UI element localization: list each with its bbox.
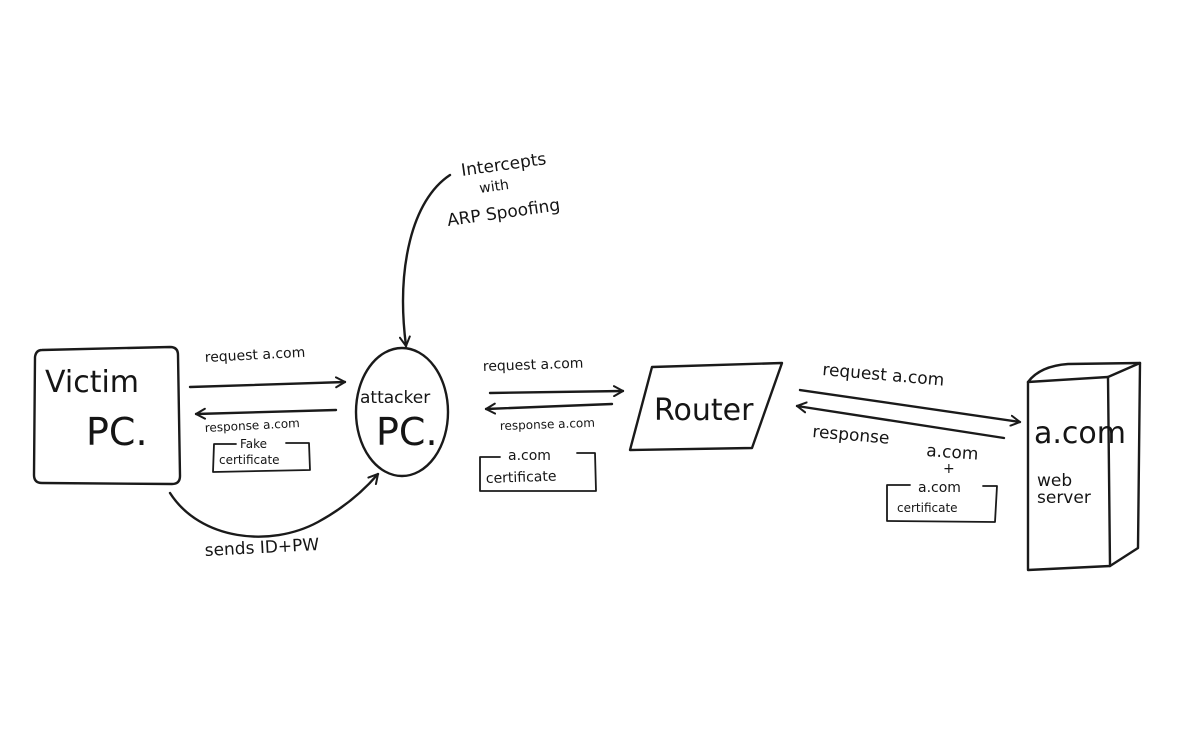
web-server: a.com web server [1026, 361, 1142, 572]
fake-cert-box [212, 442, 311, 473]
acom-cert-box [479, 452, 597, 492]
web-server-top-face [1026, 361, 1142, 384]
victim-attacker-exchange: request a.com response a.com Fake certif… [188, 345, 347, 473]
server-cert-label-line1: a.com [918, 480, 961, 496]
edge-label-router-request: request a.com [822, 360, 945, 391]
arrow-attacker-to-router [488, 385, 625, 398]
arrow-router-to-server [798, 388, 1022, 427]
edge-label-server-response: response [812, 422, 891, 449]
intercept-label-line3: ARP Spoofing [446, 195, 561, 231]
attacker-pc-label-line1: attacker [360, 388, 430, 408]
web-server-side-face [1106, 361, 1142, 568]
intercept-arrow [398, 173, 452, 348]
attacker-pc: attacker PC. [354, 346, 450, 478]
edge-label-server-response-host: a.com [926, 441, 979, 465]
server-cert-label-line2: certificate [897, 501, 958, 515]
web-server-sub-line1: web [1037, 471, 1072, 491]
victim-pc-box [32, 345, 182, 486]
intercept-label-line1: Intercepts [460, 149, 548, 181]
router-server-exchange: request a.com response a.com + a.com cer… [795, 360, 1022, 523]
router-label: Router [654, 393, 754, 428]
edge-label-attacker-request: request a.com [483, 355, 584, 375]
acom-cert-label-line2: certificate [486, 469, 557, 487]
arrow-router-to-attacker [484, 402, 614, 415]
attacker-pc-circle [354, 346, 450, 478]
edge-label-victim-request: request a.com [204, 345, 305, 366]
victim-pc-label-line2: PC. [86, 410, 148, 454]
victim-pc: Victim PC. [32, 345, 182, 486]
fake-cert-label-line2: certificate [219, 453, 280, 467]
acom-cert-label-line1: a.com [508, 448, 551, 464]
edge-label-victim-response: response a.com [204, 416, 300, 435]
credentials-label: sends ID+PW [204, 535, 320, 561]
attacker-router-exchange: request a.com response a.com a.com certi… [479, 355, 625, 492]
victim-pc-label-line1: Victim [45, 365, 139, 400]
router-parallelogram [628, 361, 784, 452]
edge-label-attacker-response: response a.com [500, 416, 596, 433]
router: Router [628, 361, 784, 452]
arrow-attacker-to-victim [194, 407, 338, 420]
web-server-sub-line2: server [1037, 488, 1091, 508]
server-cert-box [886, 484, 998, 523]
attacker-pc-label-line2: PC. [376, 410, 438, 454]
web-server-name: a.com [1034, 416, 1126, 451]
arrow-server-to-router [795, 401, 1006, 440]
intercept-annotation: Intercepts with ARP Spoofing [446, 149, 561, 231]
arrow-credentials [168, 472, 380, 538]
edge-label-server-plus: + [943, 461, 955, 477]
intercept-label-line2: with [478, 177, 510, 197]
arrow-victim-to-attacker [188, 376, 347, 389]
fake-cert-label-line1: Fake [240, 437, 267, 451]
